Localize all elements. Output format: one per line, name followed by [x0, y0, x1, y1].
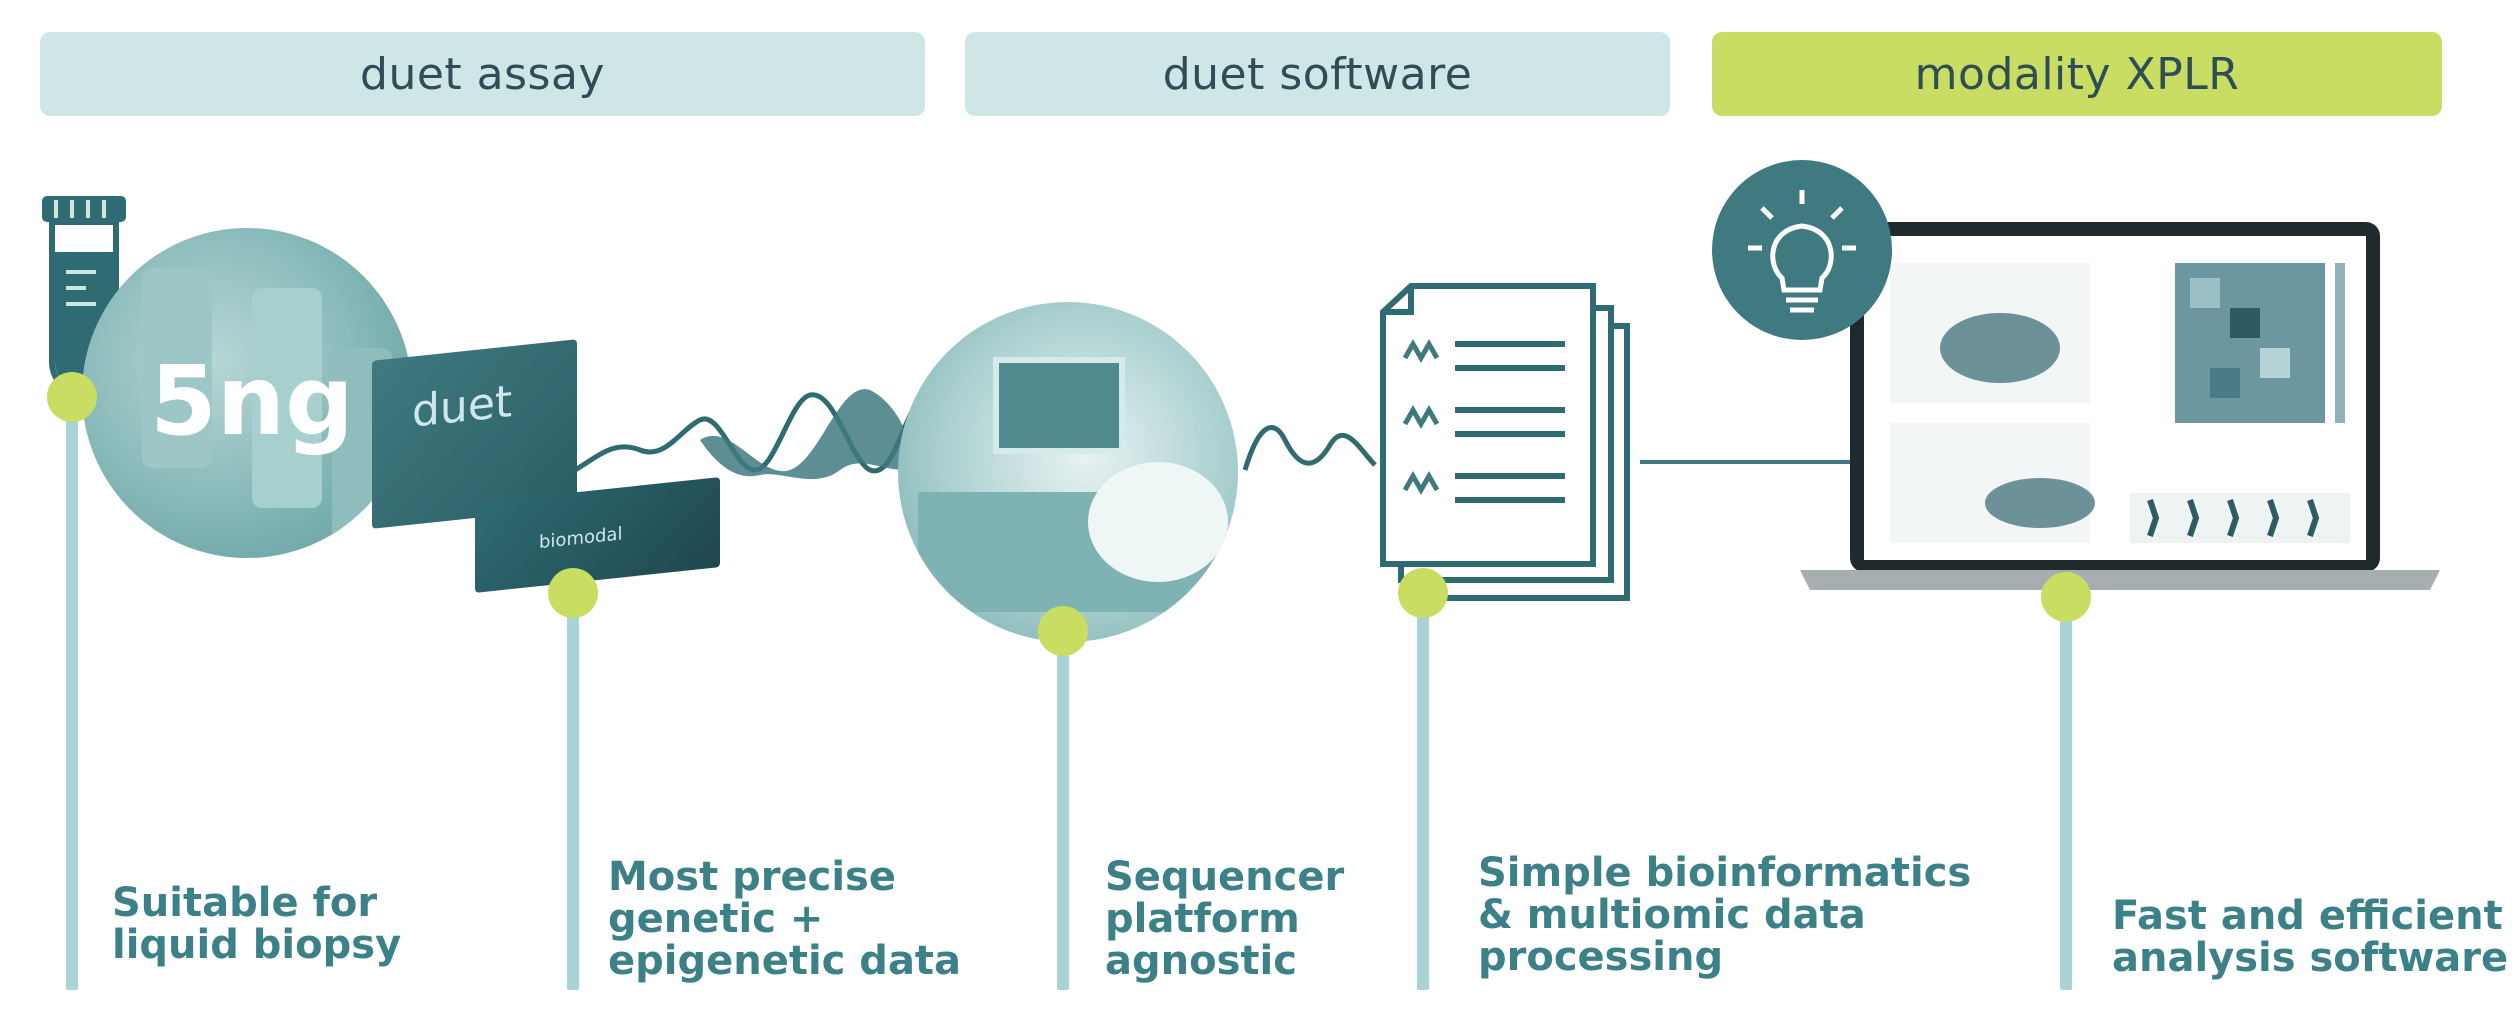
caption-2-line-3: epigenetic data [608, 938, 962, 984]
timeline-stem-3 [1057, 632, 1069, 990]
timeline-stem-1 [66, 400, 78, 990]
tab-modality-xplr-label: modality XPLR [1914, 48, 2240, 100]
tab-duet-assay: duet assay [40, 32, 925, 116]
biomodal-box-label: biomodal [539, 523, 623, 554]
caption-5-line-1: Fast and efficient [2112, 893, 2503, 939]
caption-4-line-3: processing [1478, 934, 1724, 980]
caption-3-line-2: platform [1105, 896, 1300, 942]
caption-precise-data: Most precise genetic + epigenetic data [608, 856, 961, 982]
caption-1-line-1: Suitable for [112, 880, 378, 926]
laptop-icon [1800, 222, 2440, 590]
lightbulb-icon [1748, 190, 1856, 313]
caption-4-line-2: & multiomic data [1478, 892, 1866, 938]
caption-2-line-2: genetic + [608, 896, 824, 942]
timeline-dot-5 [2041, 572, 2091, 622]
documents-icon [1380, 283, 1630, 601]
sequencer-photo [898, 302, 1238, 642]
duet-box-label: duet [412, 376, 513, 438]
caption-sequencer-agnostic: Sequencer platform agnostic [1105, 856, 1344, 982]
timeline-dot-3 [1038, 606, 1088, 656]
timeline-dot-4 [1398, 568, 1448, 618]
timeline-dot-2 [548, 568, 598, 618]
tab-duet-assay-label: duet assay [360, 48, 605, 100]
caption-3-line-3: agnostic [1105, 938, 1297, 984]
caption-liquid-biopsy: Suitable for liquid biopsy [112, 882, 401, 966]
tab-modality-xplr: modality XPLR [1712, 32, 2442, 116]
timeline-dot-1 [47, 372, 97, 422]
tab-duet-software: duet software [965, 32, 1670, 116]
caption-bioinformatics: Simple bioinformatics & multiomic data p… [1478, 852, 1971, 978]
caption-1-line-2: liquid biopsy [112, 922, 402, 968]
sample-amount-label: 5ng [150, 345, 354, 457]
tab-duet-software-label: duet software [1162, 48, 1473, 100]
timeline-stem-4 [1417, 595, 1429, 990]
caption-4-line-1: Simple bioinformatics [1478, 850, 1972, 896]
caption-5-line-2: analysis software [2112, 935, 2509, 981]
timeline-stem-5 [2060, 598, 2072, 990]
caption-3-line-1: Sequencer [1105, 854, 1345, 900]
caption-2-line-1: Most precise [608, 854, 896, 900]
caption-analysis-software: Fast and efficient analysis software [2112, 895, 2508, 979]
timeline-stem-2 [567, 595, 579, 990]
